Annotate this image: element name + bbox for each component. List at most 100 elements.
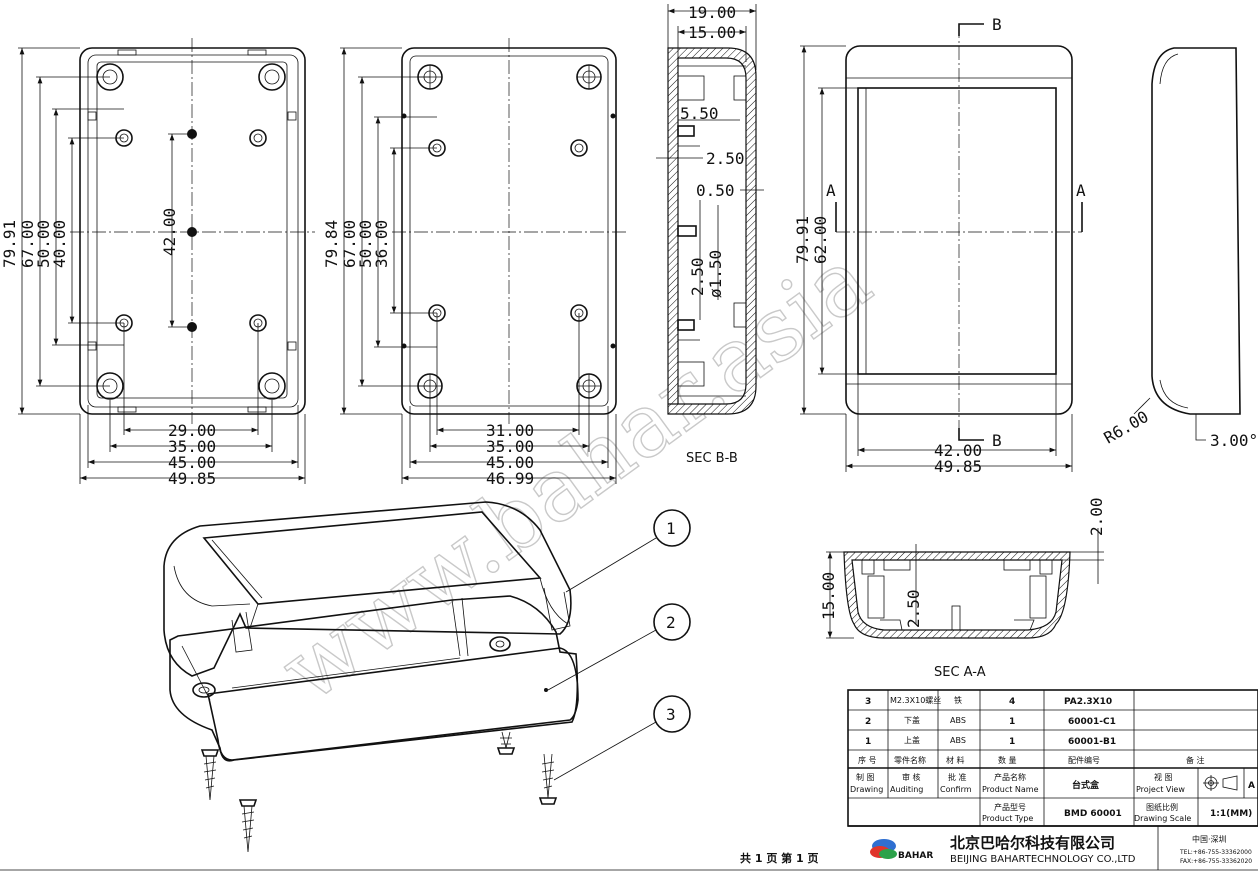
screw-holes	[401, 64, 616, 399]
dim-bottom-height-67: 67.00	[340, 220, 359, 268]
bom-row-3-material: 铁	[954, 695, 962, 705]
side-view: R6.00 3.00°	[1101, 47, 1258, 450]
dim-bb-050: 0.50	[696, 181, 735, 200]
dim-front-height-overall: 79.91	[793, 216, 812, 264]
callout-bubble	[653, 603, 691, 641]
bom-row-1-name: 上盖	[904, 735, 920, 745]
dim-bottom-width-45: 45.00	[486, 453, 534, 472]
bom-row-3-name: M2.3X10螺丝	[890, 695, 941, 705]
project-view-label-en: Project View	[1136, 785, 1185, 794]
screw-icon	[538, 753, 558, 805]
screw-icon	[200, 749, 220, 801]
bom-header-name: 零件名称	[894, 755, 926, 765]
bom-header-qty: 数 量	[998, 755, 1017, 765]
dim-top-height-40: 40.00	[50, 220, 69, 268]
dim-front-width-overall: 49.85	[934, 457, 982, 476]
dim-bb-width-19: 19.00	[688, 3, 736, 22]
bom-row-3-qty: 4	[1009, 697, 1015, 707]
bom-row-3-part-no: PA2.3X10	[1064, 697, 1112, 707]
callout-1: 1	[666, 519, 676, 538]
dim-bottom-width-overall: 46.99	[486, 469, 534, 488]
front-view: B B A A 79.91 62.00 42.00 49.85	[793, 15, 1086, 476]
callout-2: 2	[666, 613, 676, 632]
callout-bubble	[653, 509, 691, 547]
bahar-logo: BAHAR	[870, 839, 933, 861]
product-type-value: BMD 60001	[1064, 809, 1122, 819]
dim-bottom-height-50: 50.00	[356, 220, 375, 268]
section-mark-b-bottom: B	[992, 431, 1002, 450]
bom-row-1-no: 1	[865, 737, 871, 747]
dim-bb-550: 5.50	[680, 104, 719, 123]
fax: FAX:+86-755-33362020	[1180, 858, 1252, 865]
bom-header-material: 材 料	[946, 755, 965, 765]
top-view: 79.91 67.00 50.00 40.00 42.00 29.00 35.0…	[0, 38, 315, 488]
dim-aa-250: 2.50	[904, 589, 923, 628]
product-type-label-cn: 产品型号	[994, 802, 1026, 812]
product-name-label-cn: 产品名称	[994, 772, 1026, 782]
dim-side-angle: 3.00°	[1210, 431, 1258, 450]
dim-side-radius: R6.00	[1101, 407, 1152, 448]
callout-3: 3	[666, 705, 676, 724]
bottom-view: 79.84 67.00 50.00 36.00 31.00 35.00 45.0…	[322, 38, 626, 488]
section-mark-a-left: A	[826, 181, 836, 200]
dim-top-width-35: 35.00	[168, 437, 216, 456]
section-b-b: 19.00 15.00 5.50 2.50 0.50 2.50 ø1.50 SE…	[656, 3, 764, 466]
dim-top-width-45: 45.00	[168, 453, 216, 472]
screw-icon	[238, 799, 258, 853]
bom-row-2-part-no: 60001-C1	[1068, 717, 1116, 727]
dim-front-height-62: 62.00	[811, 216, 830, 264]
section-mark-a-right: A	[1076, 181, 1086, 200]
logo-text: BAHAR	[898, 851, 933, 861]
scale-value: 1:1(MM)	[1210, 809, 1252, 819]
dim-bottom-width-31: 31.00	[486, 421, 534, 440]
auditing-label-en: Auditing	[890, 785, 923, 794]
screw-icon	[496, 731, 516, 755]
bom-row-2-material: ABS	[950, 716, 966, 725]
dim-top-width-overall: 49.85	[168, 469, 216, 488]
dim-top-height-overall: 79.91	[0, 220, 19, 268]
product-name-value: 台式盒	[1072, 779, 1100, 791]
dim-bb-250b: 2.50	[688, 257, 707, 296]
bom-row-3-no: 3	[865, 697, 871, 707]
view-letter: A	[1248, 781, 1255, 791]
dim-bottom-height-overall: 79.84	[322, 220, 341, 268]
dim-top-width-29: 29.00	[168, 421, 216, 440]
section-bb-label: SEC B-B	[686, 451, 738, 466]
tel: TEL:+86-755-33362000	[1179, 849, 1252, 856]
product-type-label-en: Product Type	[982, 814, 1033, 823]
dim-bottom-height-36: 36.00	[372, 220, 391, 268]
screw-boss-holes	[96, 63, 286, 400]
dim-bb-width-15: 15.00	[688, 23, 736, 42]
bom-row-1-part-no: 60001-B1	[1068, 737, 1116, 747]
dim-top-height-50: 50.00	[34, 220, 53, 268]
bom-row-1-qty: 1	[1009, 737, 1015, 747]
page-count: 共 1 页 第 1 页	[740, 851, 818, 865]
bom-row-2-name: 下盖	[904, 715, 920, 725]
confirm-label-cn: 批 准	[948, 772, 967, 782]
scale-label-en: Drawing Scale	[1134, 814, 1191, 823]
drawing-label-en: Drawing	[850, 785, 883, 794]
callout-bubble	[653, 695, 691, 733]
dim-bottom-width-35: 35.00	[486, 437, 534, 456]
projection-symbol-icon	[1203, 775, 1238, 791]
section-aa-label: SEC A-A	[934, 665, 986, 680]
bom-row-1-material: ABS	[950, 736, 966, 745]
company-name-en: BEIJING BAHARTECHNOLOGY CO.,LTD	[950, 854, 1136, 865]
bom-row-2-no: 2	[865, 717, 871, 727]
auditing-label-cn: 审 核	[902, 772, 921, 782]
isometric-exploded-view: 1 2 3	[163, 501, 691, 853]
section-mark-b-top: B	[992, 15, 1002, 34]
location: 中国·深圳	[1192, 834, 1227, 844]
dim-top-height-67: 67.00	[18, 220, 37, 268]
project-view-label-cn: 视 图	[1154, 772, 1173, 782]
dim-aa-1500: 15.00	[819, 572, 838, 620]
dim-bb-phi150: ø1.50	[706, 250, 725, 298]
drawing-label-cn: 制 图	[856, 772, 875, 782]
bom-header-no: 序 号	[858, 755, 877, 765]
bom-row-2-qty: 1	[1009, 717, 1015, 727]
title-block: 3 M2.3X10螺丝 铁 4 PA2.3X10 2 下盖 ABS 1 6000…	[0, 689, 1258, 871]
confirm-label-en: Confirm	[940, 785, 972, 794]
watermark: www.bahar.asia	[262, 227, 889, 722]
dim-front-width-42: 42.00	[934, 441, 982, 460]
